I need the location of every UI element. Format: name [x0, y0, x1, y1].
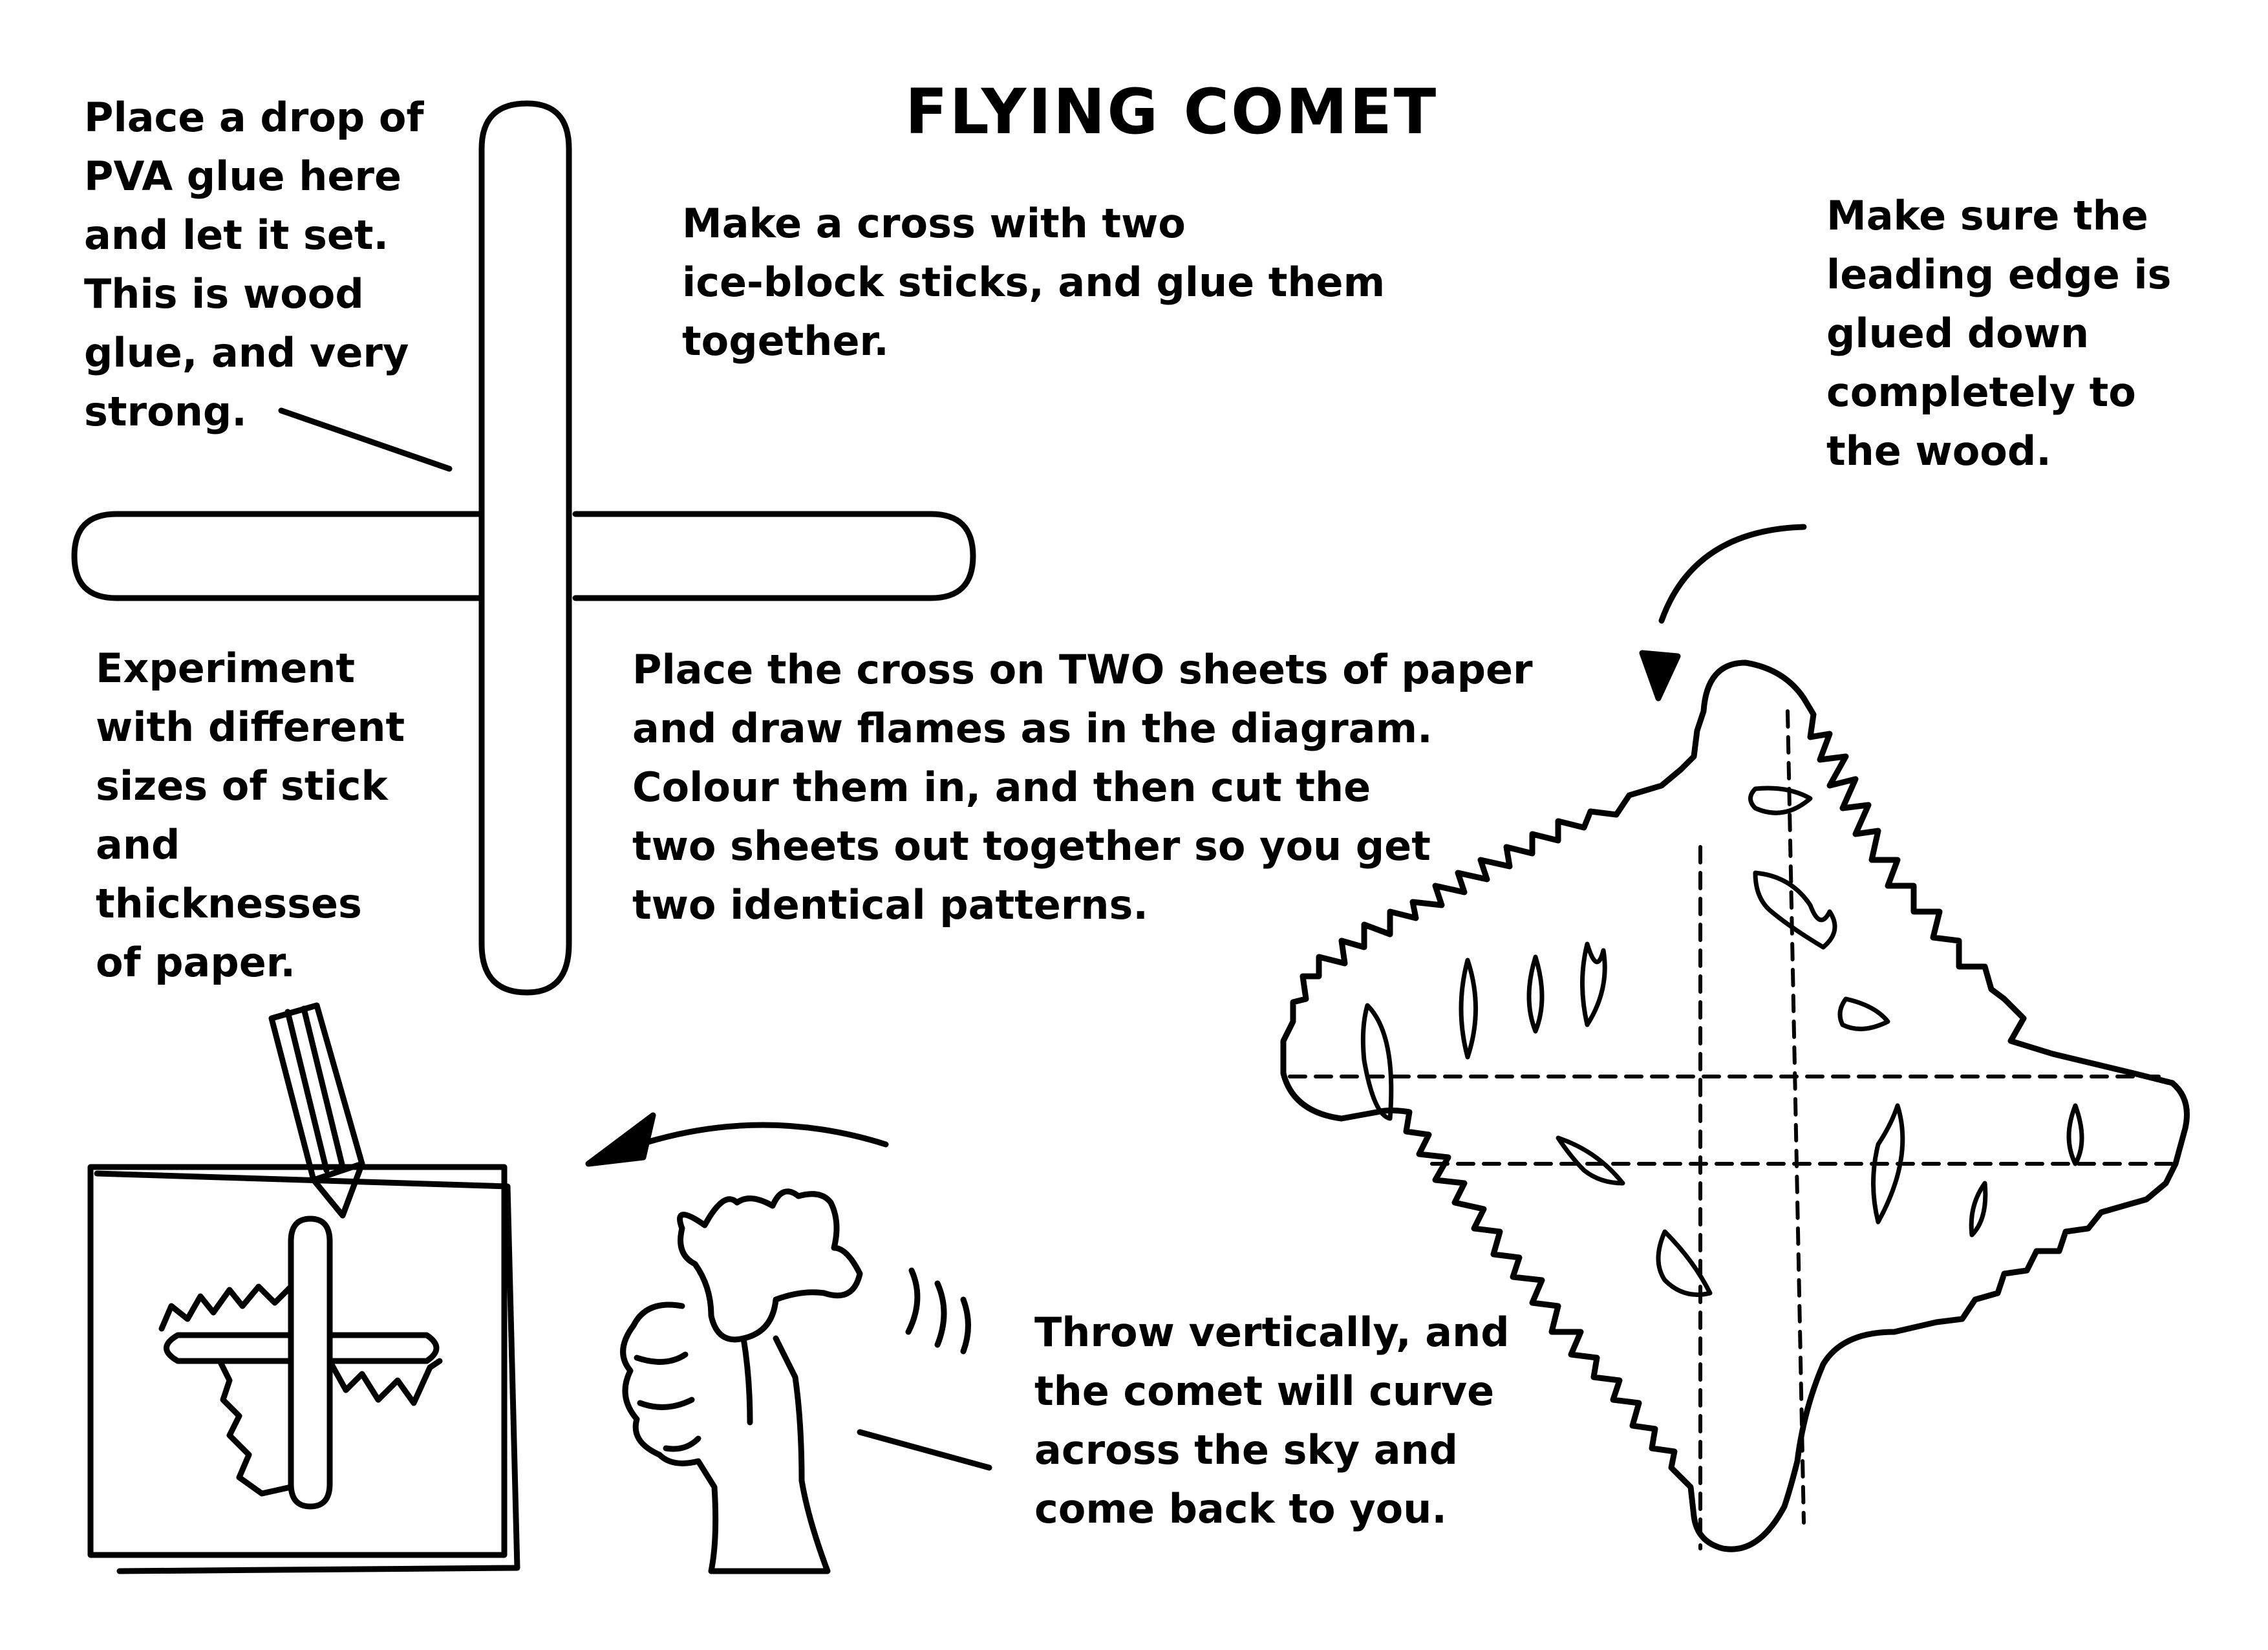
note-place-cross-line: two identical patterns. [632, 881, 1148, 928]
dashed-stick-horizontal [1288, 1075, 2181, 1166]
paper-sheet [87, 1164, 508, 1558]
note-throw-line: come back to you. [1034, 1485, 1447, 1532]
note-experiment-line: and [96, 821, 180, 868]
note-glue-drop-line: and let it set. [84, 211, 389, 259]
note-leading-edge-line: glued down [1826, 310, 2090, 357]
note-place-cross-line: two sheets out together so you get [632, 822, 1431, 870]
small-stick-horizontal [164, 1332, 440, 1364]
note-experiment-line: thicknesses [96, 880, 362, 927]
return-arrow [585, 1112, 889, 1167]
page-title: FLYING COMET [905, 76, 1439, 148]
arrow-head-icon [585, 1112, 656, 1167]
dashed-stick-vertical [1698, 709, 1806, 1550]
note-leading-edge-line: leading edge is [1826, 251, 2172, 298]
note-glue-drop: Place a drop of PVA glue here and let it… [84, 88, 423, 441]
note-place-cross-line: Colour them in, and then cut the [632, 764, 1371, 811]
note-leading-edge-line: Make sure the [1826, 192, 2148, 239]
small-flames-left [158, 1283, 294, 1332]
pencil-drawing-illustration [87, 1002, 520, 1574]
note-experiment: Experiment with different sizes of stick… [96, 639, 405, 992]
hand-throwing-illustration [620, 1188, 992, 1574]
note-make-cross-line: ice-block sticks, and glue them [682, 259, 1385, 306]
flame-marks [1360, 786, 2084, 1297]
note-glue-drop-line: glue, and very [84, 329, 409, 376]
curved-arrow-line [637, 1122, 889, 1148]
note-make-cross: Make a cross with two ice-block sticks, … [682, 194, 1385, 370]
pencil-icon [268, 1002, 365, 1219]
comet-in-hand [677, 1188, 863, 1343]
note-glue-drop-line: strong. [84, 388, 247, 435]
note-place-cross-line: and draw flames as in the diagram. [632, 705, 1433, 752]
leading-edge-arrow [1658, 524, 1807, 624]
note-experiment-line: with different [96, 703, 405, 751]
glue-pointer-line [278, 407, 453, 472]
leading-edge-arrow-head-icon [1639, 650, 1681, 702]
small-stick-vertical [288, 1216, 333, 1510]
horizontal-stick [71, 511, 976, 601]
note-leading-edge: Make sure the leading edge is glued down… [1826, 186, 2171, 480]
note-experiment-line: of paper. [96, 939, 296, 986]
note-leading-edge-line: completely to [1826, 369, 2136, 416]
note-experiment-line: Experiment [96, 645, 356, 692]
note-glue-drop-line: Place a drop of [84, 94, 424, 141]
note-experiment-line: sizes of stick [96, 762, 388, 809]
comet-outline [1280, 659, 2190, 1552]
small-flames-bottom [217, 1358, 294, 1497]
note-glue-drop-line: PVA glue here [84, 153, 402, 200]
note-leading-edge-line: the wood. [1826, 427, 2051, 475]
note-throw-line: the comet will curve [1034, 1367, 1495, 1415]
note-throw-line: Throw vertically, and [1034, 1309, 1510, 1356]
note-make-cross-line: Make a cross with two [682, 200, 1186, 247]
note-make-cross-line: together. [682, 317, 889, 365]
ice-block-stick-cross [71, 100, 976, 996]
small-flames-right [326, 1358, 443, 1406]
note-throw: Throw vertically, and the comet will cur… [1034, 1303, 1510, 1538]
motion-lines [905, 1267, 971, 1355]
note-place-cross-line: Place the cross on TWO sheets of paper [632, 646, 1533, 693]
hand-fingers [634, 1335, 753, 1452]
note-glue-drop-line: This is wood [84, 270, 364, 317]
note-place-cross: Place the cross on TWO sheets of paper a… [632, 640, 1533, 934]
throw-pointer-line [857, 1429, 992, 1471]
hand-outline [620, 1302, 831, 1574]
note-throw-line: across the sky and [1034, 1426, 1459, 1473]
vertical-stick [478, 100, 572, 996]
comet-illustration [1280, 524, 2190, 1552]
paper-sheet-back [94, 1170, 520, 1574]
